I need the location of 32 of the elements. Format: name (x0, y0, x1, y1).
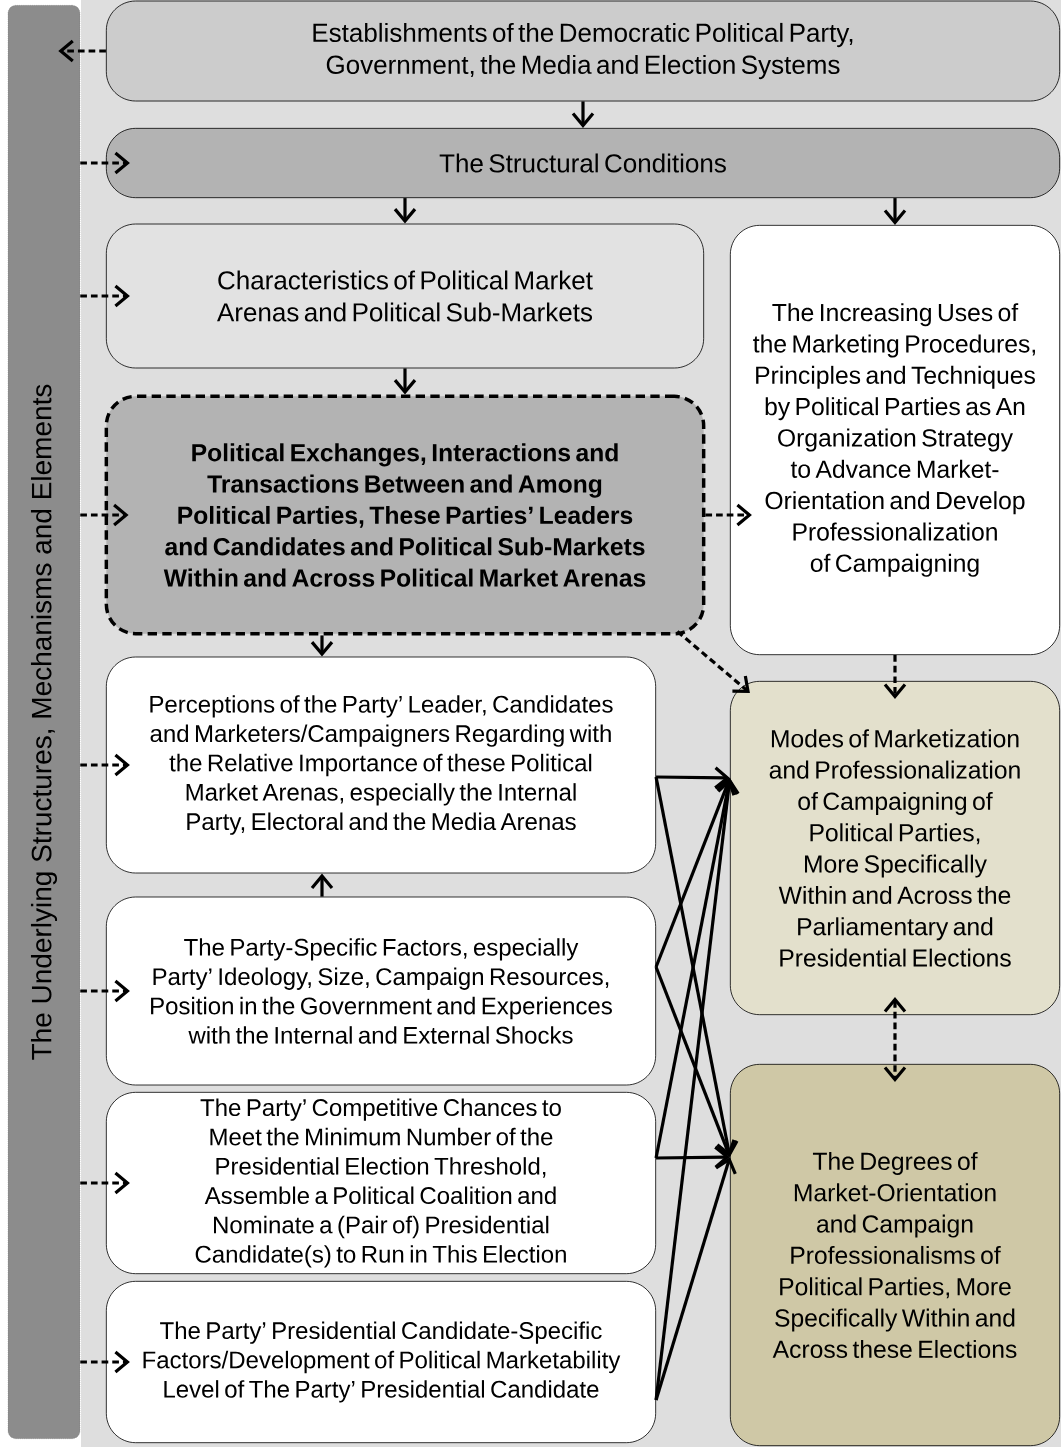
dashed-arrow (80, 284, 130, 308)
process-box: Modes of Marketization and Professionalization of Campaigning of Political Parties, More Specifically Within and Across the Parliamentary and Presidential Elections (729, 680, 1061, 1016)
dashed-arrow (80, 503, 129, 527)
arrow (393, 198, 417, 224)
arrow (654, 1157, 737, 1401)
process-box: The Increasing Uses of the Marketing Procedures, Principles and Techniques by Political Parties as An Organization Strategy to Advance Market-Orientation and Develop Professionalization of Campaigning (729, 224, 1061, 656)
side-band: The Underlying Structures, Mechanisms and Elements (7, 5, 81, 1439)
arrow (393, 368, 417, 395)
process-box: Characteristics of Political Market Arenas and Political Sub-Markets (105, 223, 705, 369)
dashed-arrow (80, 979, 130, 1003)
dashed-arrow (80, 1171, 130, 1195)
process-box: Political Exchanges, Interactions and Transactions Between and Among Political Parties, These Parties’ Leaders and Candidates and Political Sub-Markets Within and Across Political Market Arenas (104, 394, 706, 636)
dashed-arrow (58, 39, 106, 63)
dashed-arrow (883, 997, 907, 1082)
arrow (656, 766, 730, 790)
process-box: The Degrees of Market-Orientation and Campaign Professionalisms of Political Parties, More Specifically Within and Across these Elections (729, 1063, 1061, 1447)
process-box: Establishments of the Democratic Political Party, Government, the Media and Election Systems (105, 0, 1061, 102)
arrow (656, 1145, 730, 1169)
process-box: Perceptions of the Party’ Leader, Candidates and Marketers/Campaigners Regarding with the Relative Importance of these Political Market Arenas, especially the Internal Party, Electoral and the Media Arenas (105, 656, 657, 874)
process-box: The Structural Conditions (105, 127, 1061, 199)
arrow (654, 778, 736, 968)
arrow (654, 966, 736, 1157)
dashed-arrow (80, 1350, 130, 1374)
dashed-arrow (676, 630, 750, 693)
dashed-arrow (705, 503, 752, 527)
dashed-arrow (883, 655, 907, 699)
process-box: The Party’ Competitive Chances to Meet the Minimum Number of the Presidential Election Threshold, Assemble a Political Coalition and Nominate a (Pair of) Presidential Candidate(s) to Run in This Election (105, 1091, 657, 1275)
process-box: The Party’ Presidential Candidate-Specific Factors/Development of Political Marketability Level of The Party’ Presidential Candidate (105, 1280, 657, 1444)
process-box: The Party-Specific Factors, especially Party’ Ideology, Size, Campaign Resources, Position in the Government and Experiences with the Internal and External Shocks (105, 896, 657, 1086)
arrow (571, 101, 595, 128)
arrow (883, 198, 907, 225)
dashed-arrow (80, 753, 130, 777)
